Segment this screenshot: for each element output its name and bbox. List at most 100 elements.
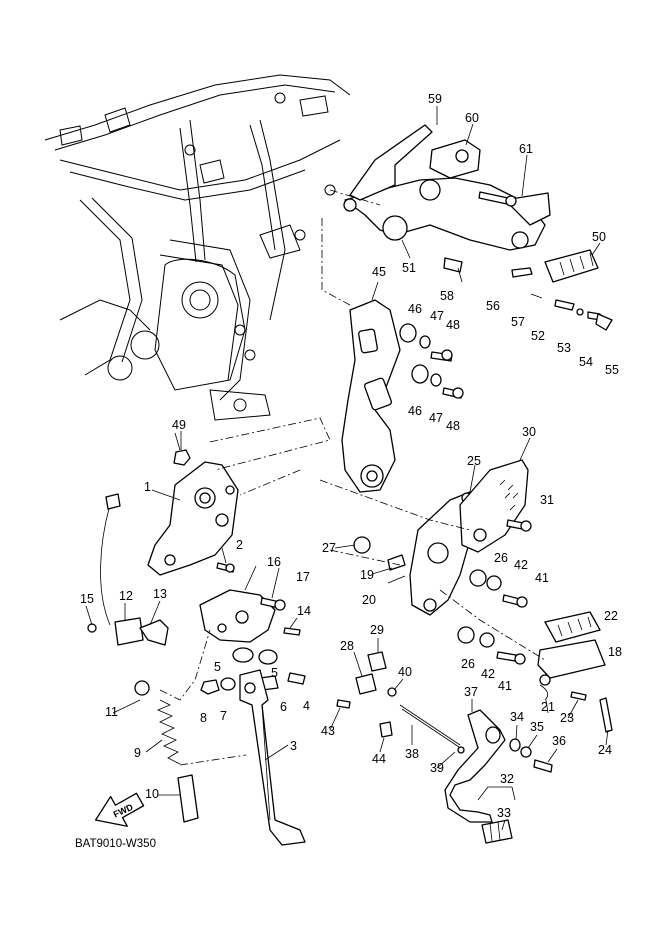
callout-7: 7 (220, 709, 227, 723)
callout-19: 19 (360, 568, 374, 582)
callout-48a: 48 (446, 318, 460, 332)
callout-32: 32 (500, 772, 514, 786)
callout-41b: 41 (498, 679, 512, 693)
callout-33: 33 (497, 806, 511, 820)
collars-26-42 (457, 569, 528, 665)
rear-footrest-hanger-45 (341, 299, 401, 493)
callout-26b: 26 (461, 657, 475, 671)
footpeg-22 (544, 611, 601, 643)
callout-16: 16 (267, 555, 281, 569)
callout-24: 24 (598, 743, 612, 757)
heel-guard-30 (459, 459, 529, 553)
callout-61: 61 (519, 142, 533, 156)
callout-labels: 59 60 61 50 51 45 58 56 57 52 53 54 55 4… (80, 92, 622, 820)
bolt-2 (216, 562, 235, 573)
callout-47b: 47 (429, 411, 443, 425)
pin-19-20 (387, 554, 406, 584)
small-parts-21-24 (539, 684, 613, 733)
collar-27 (353, 536, 371, 554)
callout-48b: 48 (446, 419, 460, 433)
callout-60: 60 (465, 111, 479, 125)
callout-51: 51 (402, 261, 416, 275)
screw-14 (283, 627, 301, 636)
fwd-arrow-icon: FWD (94, 792, 145, 827)
callout-42b: 42 (481, 667, 495, 681)
collars-46-48 (399, 323, 464, 399)
callout-34: 34 (510, 710, 524, 724)
reference-lines (159, 189, 546, 766)
callout-29: 29 (370, 623, 384, 637)
callout-11: 11 (105, 705, 118, 719)
callout-42a: 42 (514, 558, 528, 572)
nut-49 (173, 449, 191, 466)
bolt-61 (478, 191, 517, 207)
callout-39: 39 (430, 761, 444, 775)
brake-pedal-37 (444, 709, 506, 823)
rod-38-pin-39 (399, 704, 465, 754)
callout-13: 13 (153, 587, 167, 601)
callout-6: 6 (280, 700, 287, 714)
footpeg-18 (537, 639, 606, 686)
callout-3: 3 (290, 739, 297, 753)
callout-9: 9 (134, 746, 141, 760)
callout-23: 23 (560, 711, 574, 725)
callout-18: 18 (608, 645, 622, 659)
footrest-bracket-1 (147, 461, 239, 576)
callout-28: 28 (340, 639, 354, 653)
callout-5a: 5 (214, 660, 221, 674)
callout-17: 17 (296, 570, 310, 584)
callout-25: 25 (467, 454, 481, 468)
small-parts-52-57 (511, 267, 613, 331)
callout-43: 43 (321, 724, 335, 738)
motorcycle-frame (44, 74, 351, 421)
callout-35: 35 (530, 720, 544, 734)
callout-59: 59 (428, 92, 442, 106)
callout-57: 57 (511, 315, 525, 329)
callout-31: 31 (540, 493, 554, 507)
callout-58: 58 (440, 289, 454, 303)
callout-40: 40 (398, 665, 412, 679)
bolt-31 (506, 519, 532, 532)
small-parts-34-36 (509, 738, 553, 773)
sidestand-switch-12 (87, 617, 144, 646)
callout-46b: 46 (408, 404, 422, 418)
leader-lines (151, 106, 601, 599)
sidestand-3 (239, 669, 306, 846)
callout-1: 1 (144, 480, 151, 494)
callout-14: 14 (297, 604, 311, 618)
leader-lines-bottom (85, 432, 609, 831)
rear-footpeg-50 (544, 249, 599, 283)
callout-30: 30 (522, 425, 536, 439)
diagram-code: BAT9010-W350 (75, 838, 156, 850)
callout-49: 49 (172, 418, 186, 432)
callout-20: 20 (362, 593, 376, 607)
plate-13 (139, 619, 169, 646)
spring-9 (134, 680, 181, 765)
bolt-58 (443, 257, 463, 283)
callout-5b: 5 (271, 666, 278, 680)
clamp-60 (429, 139, 481, 179)
callout-12: 12 (119, 589, 133, 603)
master-cylinder-parts-28-44 (336, 651, 397, 738)
callout-45: 45 (372, 265, 386, 279)
callout-56: 56 (486, 299, 500, 313)
cover-10 (177, 774, 199, 823)
callout-21: 21 (541, 700, 555, 714)
callout-54: 54 (579, 355, 593, 369)
wire-lead-15 (100, 493, 121, 626)
callout-2: 2 (236, 538, 243, 552)
callout-38: 38 (405, 747, 419, 761)
sidestand-bracket-16 (199, 589, 276, 643)
callout-27: 27 (322, 541, 336, 555)
callout-44: 44 (372, 752, 386, 766)
callout-46a: 46 (408, 302, 422, 316)
callout-8: 8 (200, 711, 207, 725)
callout-55: 55 (605, 363, 619, 377)
bracket-plate-59 (349, 124, 433, 201)
bolt-17 (260, 597, 286, 611)
callout-52: 52 (531, 329, 545, 343)
callout-47a: 47 (430, 309, 444, 323)
callout-26a: 26 (494, 551, 508, 565)
callout-41a: 41 (535, 571, 549, 585)
